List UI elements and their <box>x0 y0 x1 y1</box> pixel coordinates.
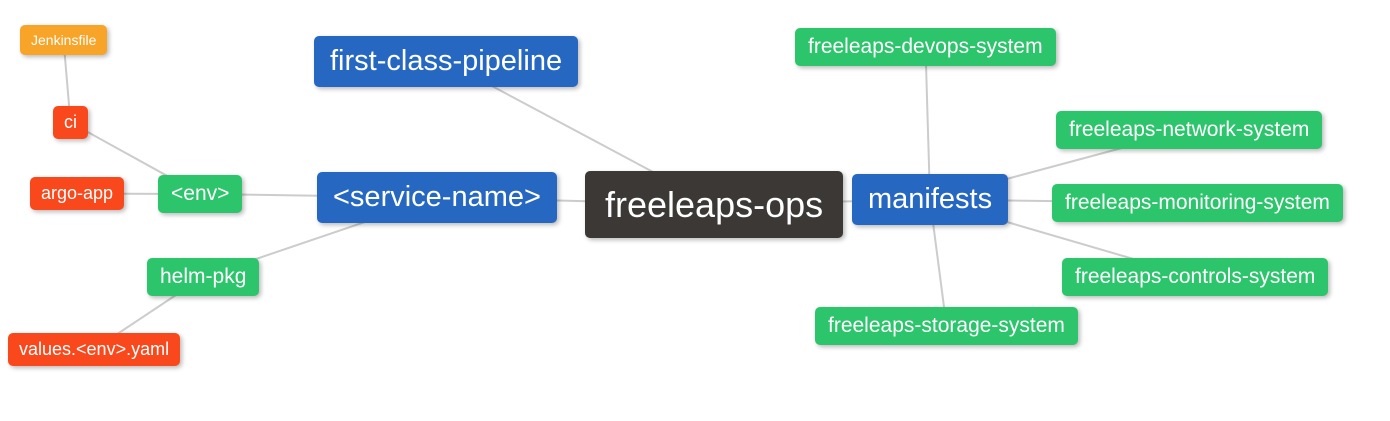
node-env[interactable]: <env> <box>158 175 243 214</box>
node-service-name[interactable]: <service-name> <box>317 172 557 224</box>
node-values-env-yaml[interactable]: values.<env>.yaml <box>8 333 181 366</box>
node-manifests[interactable]: manifests <box>852 174 1009 226</box>
node-jenkinsfile[interactable]: Jenkinsfile <box>20 25 108 56</box>
node-freeleaps-devops-system[interactable]: freeleaps-devops-system <box>795 28 1056 67</box>
node-first-class-pipeline[interactable]: first-class-pipeline <box>314 36 579 88</box>
node-freeleaps-network-system[interactable]: freeleaps-network-system <box>1056 111 1323 150</box>
node-argo-app[interactable]: argo-app <box>30 177 125 210</box>
node-helm-pkg[interactable]: helm-pkg <box>147 258 260 297</box>
node-freeleaps-monitoring-system[interactable]: freeleaps-monitoring-system <box>1052 184 1343 223</box>
node-freeleaps-controls-system[interactable]: freeleaps-controls-system <box>1062 258 1329 297</box>
node-freeleaps-ops[interactable]: freeleaps-ops <box>585 171 844 239</box>
node-freeleaps-storage-system[interactable]: freeleaps-storage-system <box>815 307 1078 346</box>
node-ci[interactable]: ci <box>53 106 88 139</box>
